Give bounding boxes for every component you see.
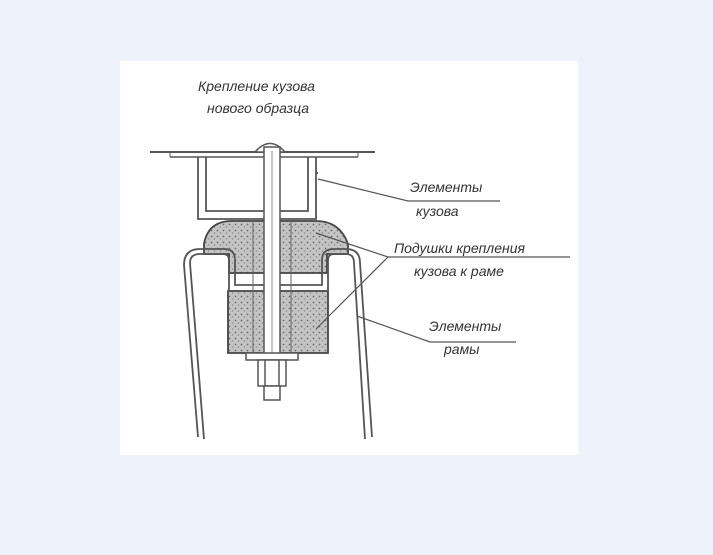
body-bracket [197, 157, 318, 220]
cushions-label-line-2: кузова к раме [414, 263, 504, 279]
title-line-1: Крепление кузова [198, 78, 315, 94]
body-mount-drawing [150, 142, 570, 440]
diagram-panel: Крепление кузова нового образца Элементы… [120, 61, 578, 455]
frame-elements-label-line-2: рамы [444, 341, 480, 357]
washer-and-nut [245, 352, 299, 401]
title-line-2: нового образца [207, 100, 310, 116]
bolt-shank [252, 146, 292, 374]
cushions-label-line-1: Подушки крепления [394, 240, 525, 256]
leader-lines [315, 178, 570, 343]
frame-elements-label-line-1: Элементы [429, 318, 502, 334]
body-elements-label-line-1: Элементы [410, 179, 483, 195]
body-elements-label-line-2: кузова [416, 203, 459, 219]
